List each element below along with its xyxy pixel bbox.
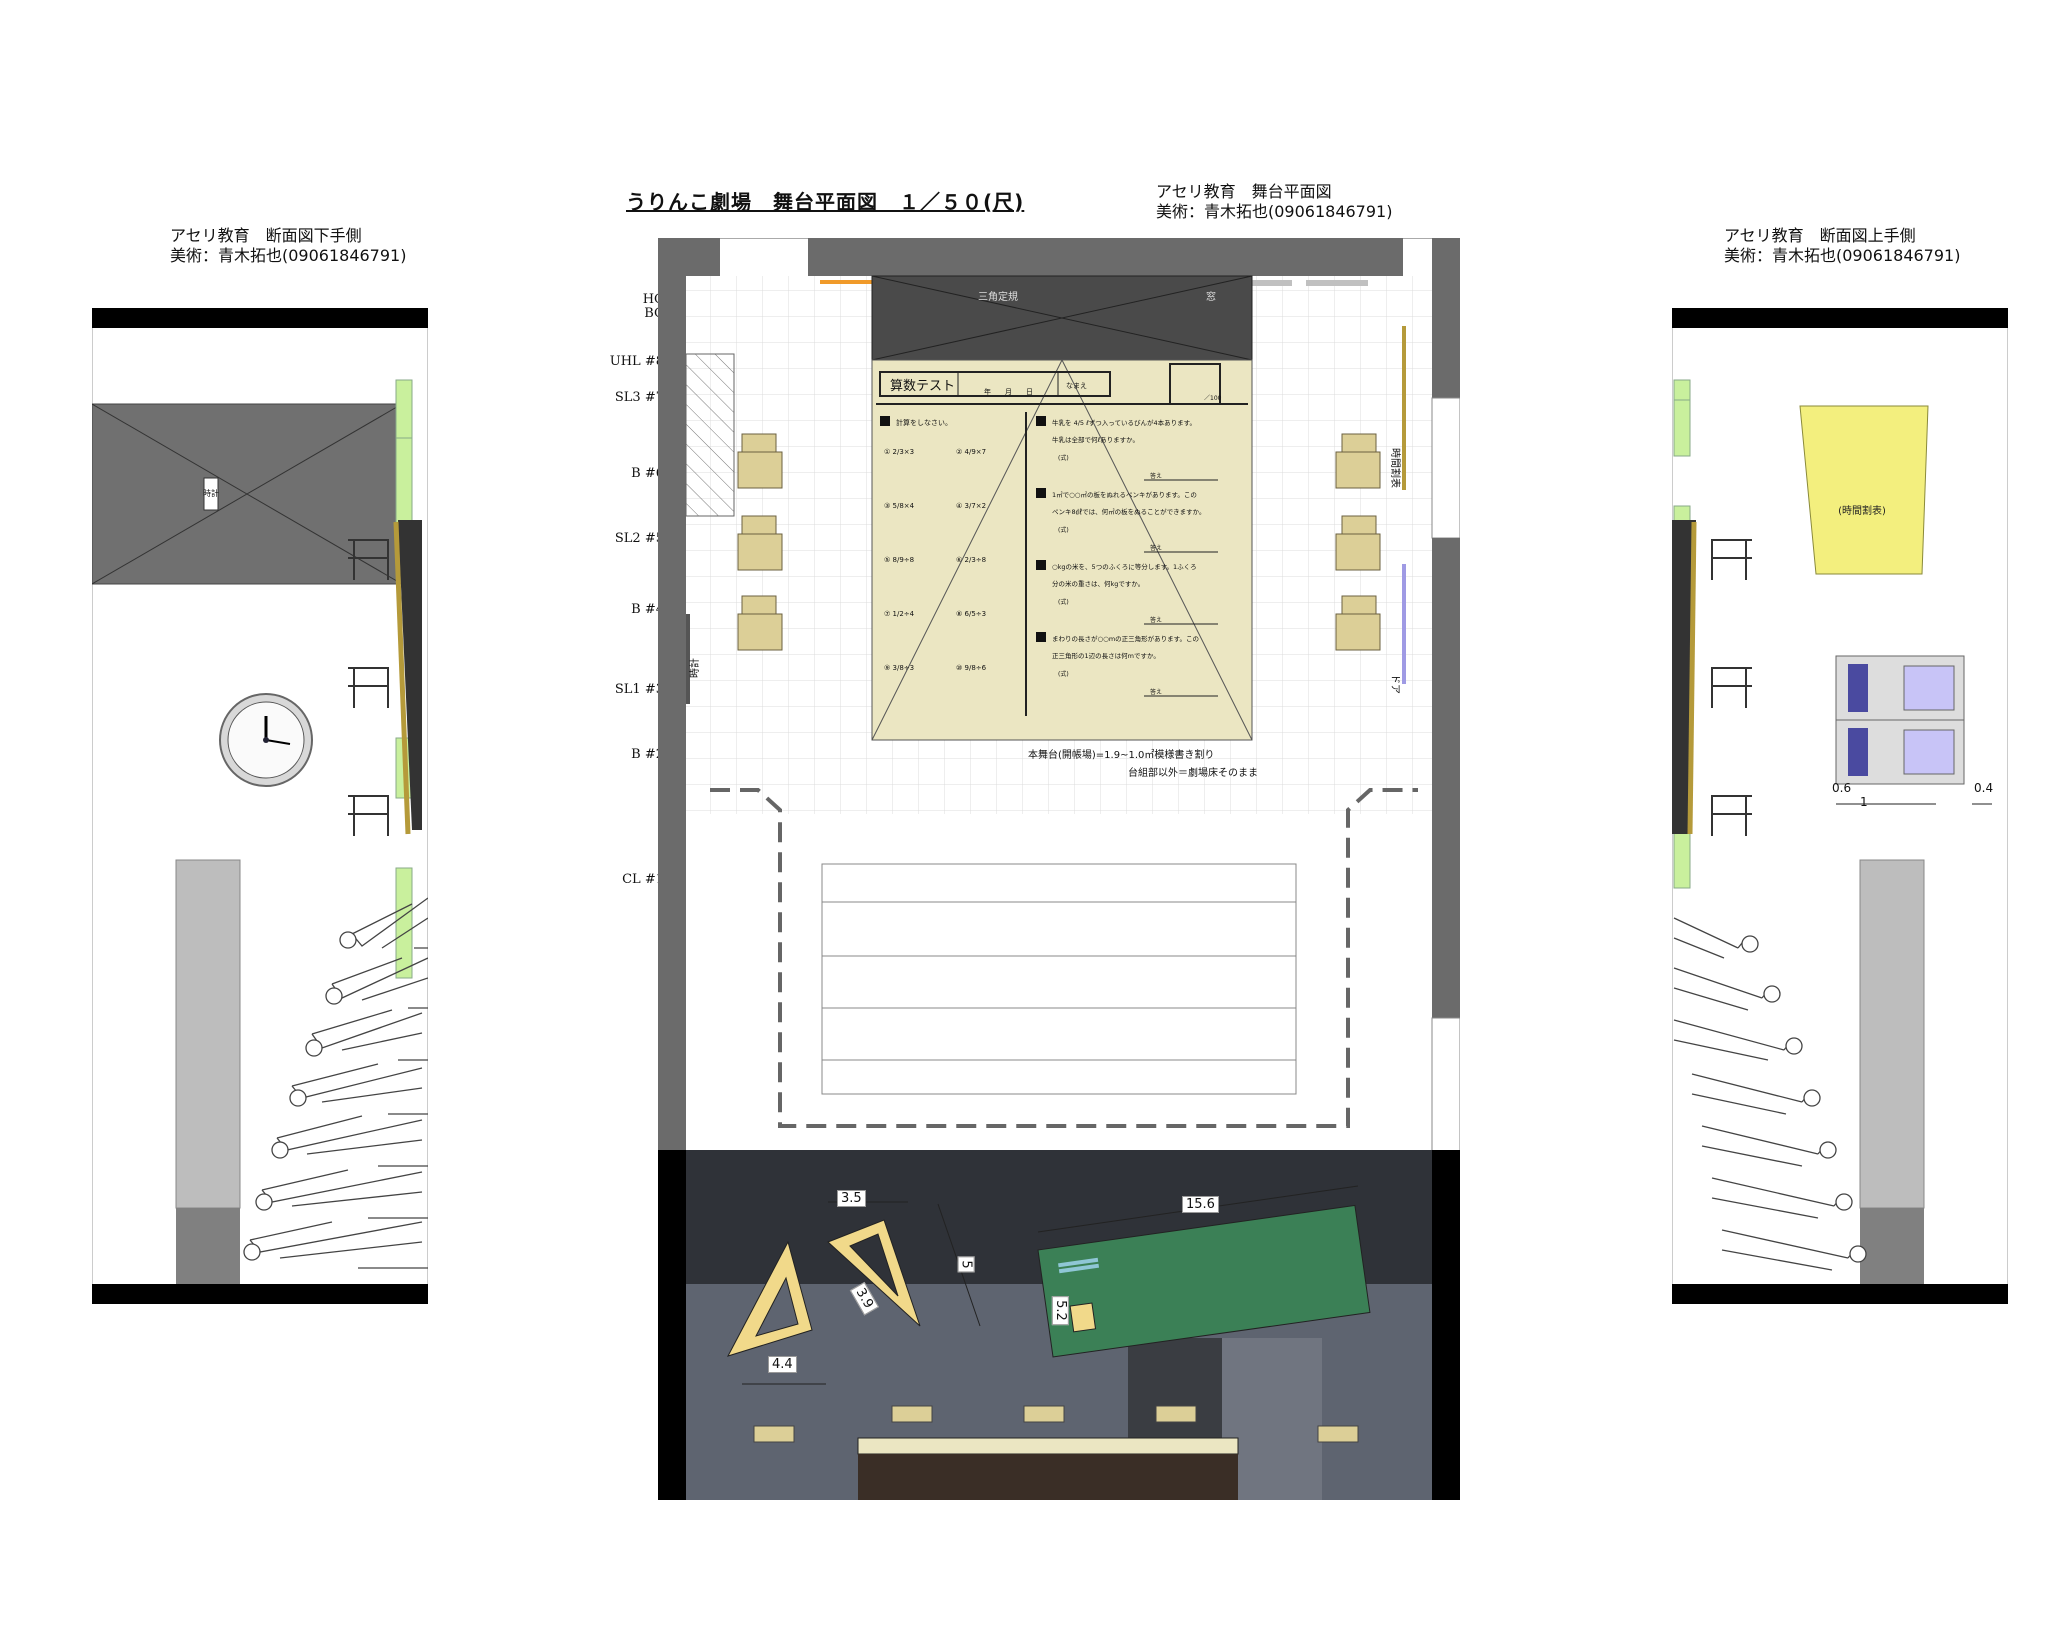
left-section-view: 時計 — [92, 308, 428, 1304]
label-door: ドア — [1389, 674, 1400, 694]
test-q1: 計算をしなさい。 — [896, 418, 952, 427]
test-q4b: 分の米の重さは、何kgですか。 — [1052, 579, 1144, 588]
dim-tri-right: 5 — [957, 1256, 975, 1273]
left-bottom-bar — [92, 1284, 428, 1304]
left-clock-sign: 時計 — [203, 488, 219, 498]
test-sheet: 算数テスト 年 月 日 なまえ ／100 計算をしなさい。 ① 2/3×3 ② … — [871, 358, 1253, 741]
right-dim-c: 0.4 — [1974, 781, 1993, 795]
plan-note-1: 本舞台(開帳場)=1.9~1.0㎡模様書き割り — [1028, 748, 1214, 761]
right-section-view: (時間割表) 0.6 1 0.4 — [1672, 308, 2008, 1304]
test-item-6: ⑥ 2/3÷8 — [956, 556, 986, 564]
test-item-3: ③ 5/8×4 — [884, 502, 915, 510]
test-name: なまえ — [1066, 382, 1087, 390]
test-q2b: 牛乳は全部で何ℓありますか。 — [1052, 435, 1139, 444]
batten-b4: B #4 — [631, 602, 664, 617]
right-header-line2: 美術：青木拓也(09061846791) — [1724, 246, 1961, 265]
dim-tri-bottom: 4.4 — [768, 1356, 797, 1373]
batten-sl2-5: SL2 #5 — [614, 531, 664, 546]
test-q4-answer: 答え — [1150, 616, 1162, 624]
test-item-2: ② 4/9×7 — [956, 448, 986, 456]
left-header: アセリ教育 断面図下手側 美術：青木拓也(09061846791) — [170, 226, 406, 266]
batten-bc: BC — [644, 306, 664, 321]
test-q5-formula: (式) — [1058, 670, 1069, 678]
test-q2-formula: (式) — [1058, 454, 1069, 462]
right-header: アセリ教育 断面図上手側 美術：青木拓也(09061846791) — [1724, 226, 1960, 266]
label-clock: 時計 — [688, 658, 701, 678]
batten-sl3-7: SL3 #7 — [614, 390, 664, 405]
right-dim-b: 1 — [1860, 795, 1868, 809]
triangle-rulers — [726, 1219, 921, 1357]
dim-tri-top: 3.5 — [837, 1190, 866, 1207]
test-q2: 牛乳を 4/5 ℓずつ入っているびんが4本あります。 — [1052, 418, 1196, 427]
test-item-5: ⑤ 8/9÷8 — [884, 556, 914, 564]
page-title: うりんこ劇場 舞台平面図 １／５０(尺) — [626, 190, 1025, 214]
dim-board-h: 5.2 — [1051, 1296, 1069, 1325]
test-item-1: ① 2/3×3 — [884, 448, 914, 456]
test-q2-answer: 答え — [1150, 472, 1162, 480]
test-item-9: ⑨ 3/8÷3 — [884, 664, 914, 672]
green-chalkboard — [1037, 1204, 1371, 1358]
test-q3: 1㎡で○○㎡の板をぬれるペンキがあります。この — [1052, 490, 1197, 499]
right-timetable-panel — [1799, 405, 1929, 575]
test-q3-formula: (式) — [1058, 526, 1069, 534]
batten-b2: B #2 — [631, 747, 664, 762]
test-item-8: ⑧ 6/5÷3 — [956, 610, 986, 618]
batten-uhl8: UHL #8 — [609, 354, 664, 369]
left-clock — [219, 693, 313, 787]
stage-plan: 三角定規 窓 時計 時間割表 ドア 算数テスト 年 月 日 なまえ ／100 計… — [658, 238, 1460, 1500]
center-header-line1: アセリ教育 舞台平面図 — [1156, 182, 1332, 201]
label-triangle-ruler: 三角定規 — [978, 290, 1018, 303]
test-q3-answer: 答え — [1150, 544, 1162, 552]
right-window-units — [1835, 655, 1965, 785]
left-header-line1: アセリ教育 断面図下手側 — [170, 226, 362, 245]
center-header-line2: 美術：青木拓也(09061846791) — [1156, 202, 1393, 221]
batten-b6: B #6 — [631, 466, 664, 481]
right-header-line1: アセリ教育 断面図上手側 — [1724, 226, 1916, 245]
test-title: 算数テスト — [890, 379, 955, 394]
batten-cl1: CL #1 — [622, 872, 664, 887]
dim-board-len: 15.6 — [1182, 1196, 1219, 1213]
left-top-bar — [92, 308, 428, 328]
right-dim-a: 0.6 — [1832, 781, 1851, 795]
batten-hc: HC — [642, 292, 664, 307]
test-item-4: ④ 3/7×2 — [956, 502, 986, 510]
label-timetable: 時間割表 — [1389, 448, 1402, 488]
test-q5-answer: 答え — [1150, 688, 1162, 696]
test-date: 年 月 日 — [984, 387, 1033, 396]
test-item-10: ⑩ 9/8÷6 — [956, 664, 987, 672]
left-header-line2: 美術：青木拓也(09061846791) — [170, 246, 407, 265]
batten-sl1-3: SL1 #3 — [614, 682, 664, 697]
test-item-7: ⑦ 1/2÷4 — [884, 610, 915, 618]
test-q5: まわりの長さが○○mの正三角形があります。この — [1052, 634, 1199, 643]
label-window: 窓 — [1206, 290, 1216, 303]
test-q3b: ペンキ8㎗では、何㎡の板をぬることができますか。 — [1052, 507, 1206, 516]
test-q4-formula: (式) — [1058, 598, 1069, 606]
test-q4: ○kgの米を、5つのふくろに等分します。1ふくろ — [1052, 562, 1197, 571]
test-q5b: 正三角形の1辺の長さは何mですか。 — [1052, 651, 1160, 660]
center-header: アセリ教育 舞台平面図 美術：青木拓也(09061846791) — [1156, 182, 1392, 222]
right-timetable-label: (時間割表) — [1838, 504, 1886, 517]
plan-note-2: 台組部以外＝劇場床そのまま — [1128, 766, 1258, 779]
test-score: ／100 — [1204, 395, 1222, 402]
